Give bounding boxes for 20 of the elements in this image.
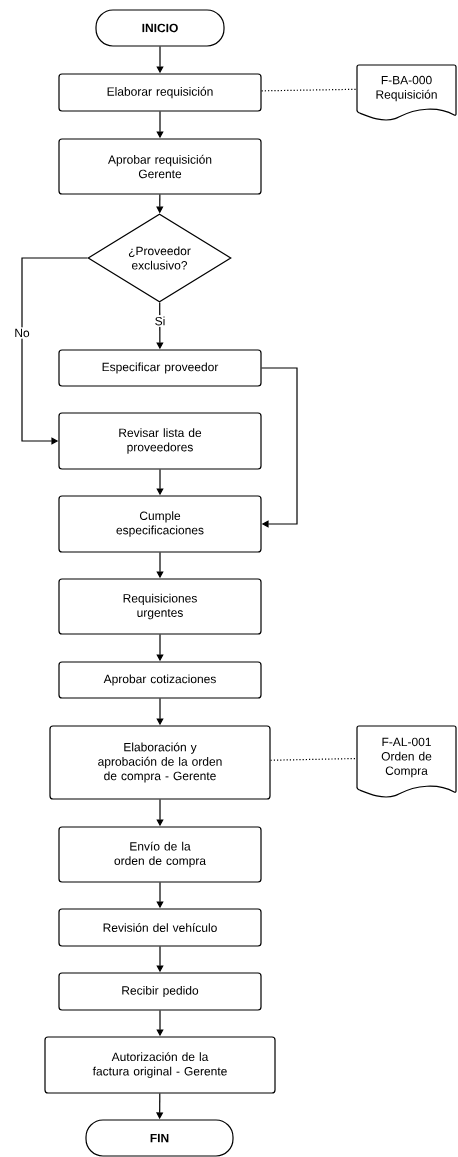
process-box: Cumple especificaciones (58, 495, 262, 553)
dotted-connector (261, 88, 357, 92)
process-box: Elaboración y aprobación de la orden de compra - Gerente (49, 725, 271, 800)
process-box: Revisar lista de proveedores (58, 412, 262, 470)
process-box: Envío de la orden de compra (58, 826, 262, 883)
arrow (21, 257, 88, 445)
arrow (261, 367, 298, 528)
edge-label: Si (153, 315, 167, 327)
process-box: Aprobar requisición Gerente (58, 138, 262, 195)
start-terminator: INICIO (95, 9, 225, 47)
process-box: Especificar proveedor (58, 349, 262, 387)
process-box: Requisiciones urgentes (58, 578, 262, 635)
end-terminator: FIN (85, 1119, 234, 1157)
dotted-connector (270, 757, 357, 761)
process-box: Autorización de la factura original - Gerente (44, 1036, 276, 1094)
process-box: Elaborar requisición (58, 73, 262, 112)
process-box: Recibir pedido (58, 972, 262, 1011)
process-box: Revisión del vehículo (58, 908, 262, 947)
process-box: Aprobar cotizaciones (58, 661, 262, 699)
edge-label: No (12, 327, 32, 339)
